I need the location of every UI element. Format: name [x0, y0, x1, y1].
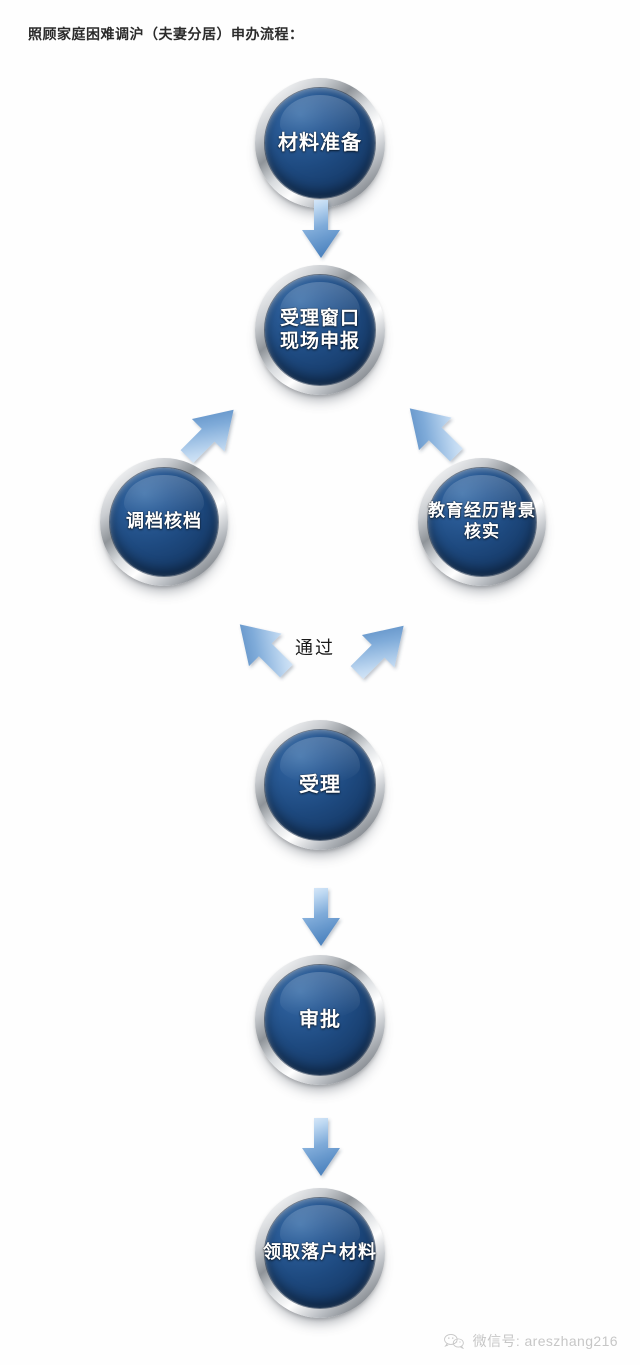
- flow-arrow-down-2: [299, 888, 343, 950]
- flow-arrow-down-left-1: [168, 392, 254, 470]
- flow-node-label: 领取落户材料: [263, 1242, 377, 1263]
- footer-watermark: 微信号: areszhang216: [443, 1331, 618, 1351]
- flow-arrow-down-1: [299, 200, 343, 262]
- flow-node-background[interactable]: 教育经历背景 核实: [418, 458, 546, 595]
- flow-node-approve[interactable]: 审批: [255, 955, 385, 1095]
- flow-node-materials[interactable]: 材料准备: [255, 78, 385, 218]
- node-orb: 调档核档: [110, 468, 218, 576]
- node-orb: 领取落户材料: [263, 1198, 376, 1308]
- flow-node-label: 受理: [299, 773, 341, 796]
- flow-node-collect[interactable]: 领取落户材料: [255, 1188, 385, 1328]
- flow-node-window[interactable]: 受理窗口 现场申报: [255, 265, 385, 405]
- flow-node-label: 教育经历背景 核实: [427, 501, 536, 541]
- node-orb: 教育经历背景 核实: [428, 468, 536, 576]
- flow-arrow-down-3: [299, 1118, 343, 1180]
- node-orb: 受理窗口 现场申报: [265, 275, 375, 385]
- node-orb: 受理: [265, 730, 375, 840]
- flow-arrow-down-left-2: [338, 608, 424, 686]
- page-title: 照顾家庭困难调沪（夫妻分居）申办流程：: [28, 26, 304, 42]
- node-orb: 审批: [265, 965, 375, 1075]
- flow-node-label: 受理窗口 现场申报: [279, 307, 360, 352]
- flow-arrow-down-right-1: [388, 392, 474, 470]
- flow-node-label: 调档核档: [125, 511, 202, 532]
- node-orb: 材料准备: [265, 88, 375, 198]
- flow-node-label: 审批: [299, 1008, 341, 1031]
- wechat-icon: [443, 1332, 465, 1350]
- flow-arrow-down-right-2: [218, 608, 304, 686]
- flow-node-label: 材料准备: [278, 131, 362, 154]
- watermark-text: 微信号: areszhang216: [472, 1333, 618, 1349]
- flow-node-archive[interactable]: 调档核档: [100, 458, 228, 595]
- flow-node-accept[interactable]: 受理: [255, 720, 385, 860]
- flow-edge-label-pass: 通过: [295, 638, 335, 658]
